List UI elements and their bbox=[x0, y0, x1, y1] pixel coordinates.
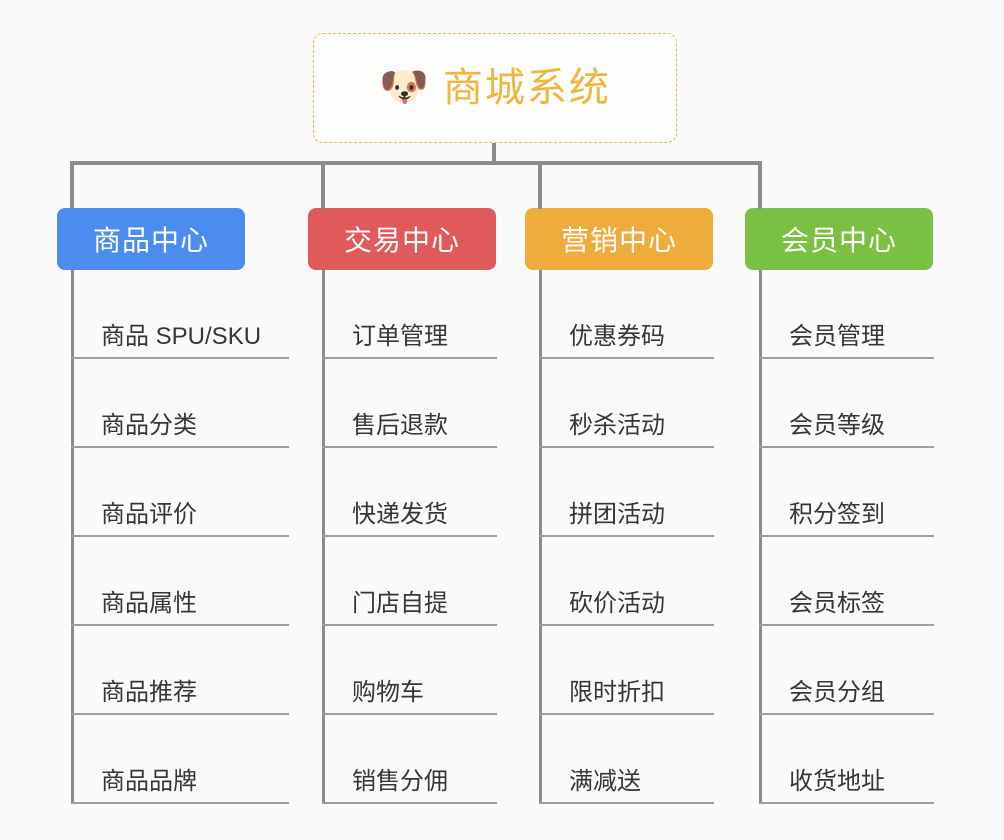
leaf-item-label: 销售分佣 bbox=[352, 768, 448, 795]
leaf-item[interactable]: 拼团活动 bbox=[539, 448, 714, 537]
leaf-item-label: 砍价活动 bbox=[569, 590, 665, 617]
branch-product-center: 商品中心商品 SPU/SKU 商品分类商品评价商品属性商品推荐商品品牌 bbox=[57, 208, 289, 804]
branch-header-label: 营销中心 bbox=[560, 225, 677, 256]
leaf-item[interactable]: 积分签到 bbox=[759, 448, 934, 537]
leaf-item-label: 商品品牌 bbox=[101, 768, 197, 795]
leaf-item[interactable]: 商品品牌 bbox=[71, 715, 289, 804]
leaf-item[interactable]: 销售分佣 bbox=[322, 715, 497, 804]
leaf-item-label: 门店自提 bbox=[352, 590, 448, 617]
branch-header-member-center[interactable]: 会员中心 bbox=[745, 208, 933, 270]
leaf-item-label: 商品评价 bbox=[101, 501, 197, 528]
leaf-item-label: 会员等级 bbox=[789, 412, 885, 439]
connector-drop-marketing-center bbox=[538, 161, 542, 209]
leaf-item-label: 商品属性 bbox=[101, 590, 197, 617]
branch-header-marketing-center[interactable]: 营销中心 bbox=[525, 208, 713, 270]
connector-drop-member-center bbox=[758, 161, 762, 209]
leaf-item[interactable]: 购物车 bbox=[322, 626, 497, 715]
leaf-item[interactable]: 满减送 bbox=[539, 715, 714, 804]
branch-marketing-center: 营销中心优惠券码秒杀活动拼团活动砍价活动限时折扣满减送 bbox=[525, 208, 714, 804]
branch-trunk-product-center bbox=[71, 270, 74, 804]
connector-root-stem bbox=[492, 143, 496, 164]
leaf-item-label: 商品分类 bbox=[101, 412, 197, 439]
leaf-item[interactable]: 会员等级 bbox=[759, 359, 934, 448]
leaf-item[interactable]: 商品属性 bbox=[71, 537, 289, 626]
leaf-list-trade-center: 订单管理售后退款快递发货门店自提购物车销售分佣 bbox=[322, 270, 497, 804]
leaf-item-label: 会员标签 bbox=[789, 590, 885, 617]
branch-trunk-member-center bbox=[759, 270, 762, 804]
leaf-item-label: 售后退款 bbox=[352, 412, 448, 439]
leaf-item[interactable]: 优惠券码 bbox=[539, 270, 714, 359]
leaf-item-label: 订单管理 bbox=[352, 323, 448, 350]
leaf-item[interactable]: 门店自提 bbox=[322, 537, 497, 626]
branch-header-trade-center[interactable]: 交易中心 bbox=[308, 208, 496, 270]
leaf-item-label: 商品推荐 bbox=[101, 679, 197, 706]
leaf-item-label: 限时折扣 bbox=[569, 679, 665, 706]
dog-face-icon: 🐶 bbox=[379, 65, 429, 109]
branch-header-label: 会员中心 bbox=[780, 225, 897, 256]
leaf-item[interactable]: 快递发货 bbox=[322, 448, 497, 537]
connector-drop-trade-center bbox=[321, 161, 325, 209]
root-node[interactable]: 🐶 商城系统 bbox=[313, 33, 677, 143]
leaf-item-label: 购物车 bbox=[352, 679, 424, 706]
leaf-item[interactable]: 订单管理 bbox=[322, 270, 497, 359]
leaf-item[interactable]: 售后退款 bbox=[322, 359, 497, 448]
root-title: 商城系统 bbox=[442, 66, 611, 110]
leaf-item-label: 积分签到 bbox=[789, 501, 885, 528]
leaf-item-label: 优惠券码 bbox=[569, 323, 665, 350]
leaf-item-label: 秒杀活动 bbox=[569, 412, 665, 439]
leaf-list-product-center: 商品 SPU/SKU 商品分类商品评价商品属性商品推荐商品品牌 bbox=[71, 270, 289, 804]
leaf-item[interactable]: 商品评价 bbox=[71, 448, 289, 537]
connector-horizontal-bar bbox=[70, 161, 762, 165]
leaf-item-label: 满减送 bbox=[569, 768, 641, 795]
branch-trunk-marketing-center bbox=[539, 270, 542, 804]
leaf-item[interactable]: 会员管理 bbox=[759, 270, 934, 359]
leaf-item-label: 商品 SPU/SKU bbox=[101, 323, 262, 350]
leaf-item-label: 收货地址 bbox=[789, 768, 885, 795]
leaf-item[interactable]: 商品分类 bbox=[71, 359, 289, 448]
leaf-item[interactable]: 收货地址 bbox=[759, 715, 934, 804]
leaf-list-marketing-center: 优惠券码秒杀活动拼团活动砍价活动限时折扣满减送 bbox=[539, 270, 714, 804]
branch-header-product-center[interactable]: 商品中心 bbox=[57, 208, 245, 270]
leaf-item[interactable]: 会员标签 bbox=[759, 537, 934, 626]
leaf-item-label: 拼团活动 bbox=[569, 501, 665, 528]
branch-trunk-trade-center bbox=[322, 270, 325, 804]
leaf-item[interactable]: 秒杀活动 bbox=[539, 359, 714, 448]
leaf-item[interactable]: 会员分组 bbox=[759, 626, 934, 715]
branch-trade-center: 交易中心订单管理售后退款快递发货门店自提购物车销售分佣 bbox=[308, 208, 497, 804]
leaf-item-label: 会员分组 bbox=[789, 679, 885, 706]
leaf-item[interactable]: 砍价活动 bbox=[539, 537, 714, 626]
leaf-item-label: 快递发货 bbox=[352, 501, 448, 528]
leaf-list-member-center: 会员管理会员等级积分签到会员标签会员分组收货地址 bbox=[759, 270, 934, 804]
branch-header-label: 交易中心 bbox=[343, 225, 460, 256]
leaf-item-label: 会员管理 bbox=[789, 323, 885, 350]
connector-drop-product-center bbox=[70, 161, 74, 209]
branch-header-label: 商品中心 bbox=[92, 225, 209, 256]
branch-member-center: 会员中心会员管理会员等级积分签到会员标签会员分组收货地址 bbox=[745, 208, 934, 804]
leaf-item[interactable]: 商品 SPU/SKU bbox=[71, 270, 289, 359]
leaf-item[interactable]: 商品推荐 bbox=[71, 626, 289, 715]
leaf-item[interactable]: 限时折扣 bbox=[539, 626, 714, 715]
